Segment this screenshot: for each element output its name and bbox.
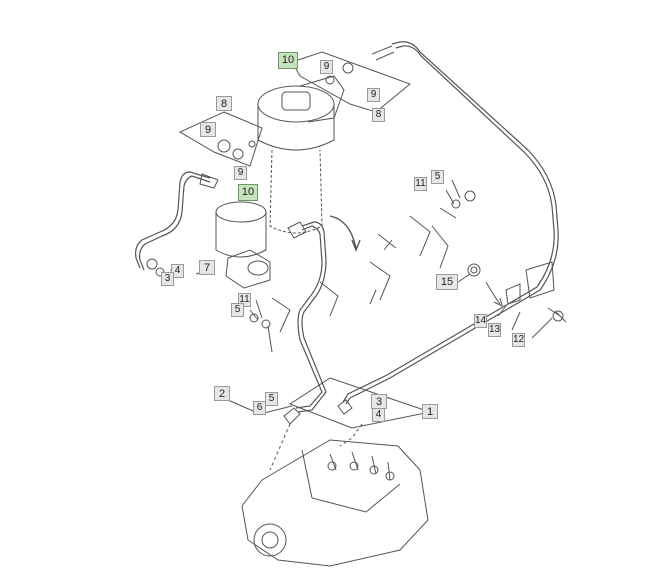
callout-label[interactable]: 11	[414, 177, 427, 191]
injector-fuel-pipe	[297, 221, 327, 413]
diagram-linework	[135, 41, 567, 567]
long-fuel-pipe	[345, 41, 559, 405]
filter-fuel-pipe	[135, 171, 211, 269]
callout-label[interactable]: 10	[278, 52, 298, 69]
callout-label[interactable]: 12	[512, 333, 525, 347]
callout-label[interactable]: 4	[372, 408, 385, 422]
callout-label[interactable]: 14	[474, 314, 487, 328]
callout-label[interactable]: 9	[367, 88, 380, 102]
callout-label[interactable]: 10	[238, 184, 258, 201]
callout-label[interactable]: 4	[171, 264, 184, 278]
callout-label[interactable]: 5	[265, 392, 278, 406]
callout-label[interactable]: 6	[253, 401, 266, 415]
callout-label[interactable]: 9	[200, 122, 216, 137]
callout-label[interactable]: 8	[372, 108, 385, 122]
callout-label[interactable]: 3	[161, 272, 174, 286]
callout-label[interactable]: 1	[422, 404, 438, 419]
callout-label[interactable]: 15	[436, 274, 458, 290]
callout-label[interactable]: 2	[214, 386, 230, 401]
callout-label[interactable]: 5	[231, 303, 244, 317]
callout-label[interactable]: 7	[199, 260, 215, 275]
callout-label[interactable]: 9	[234, 166, 247, 180]
callout-label[interactable]: 9	[320, 60, 333, 74]
callout-label[interactable]: 13	[488, 323, 501, 337]
callout-label[interactable]: 8	[216, 96, 232, 111]
callout-label[interactable]: 5	[431, 170, 444, 184]
callout-label[interactable]: 3	[371, 394, 387, 409]
